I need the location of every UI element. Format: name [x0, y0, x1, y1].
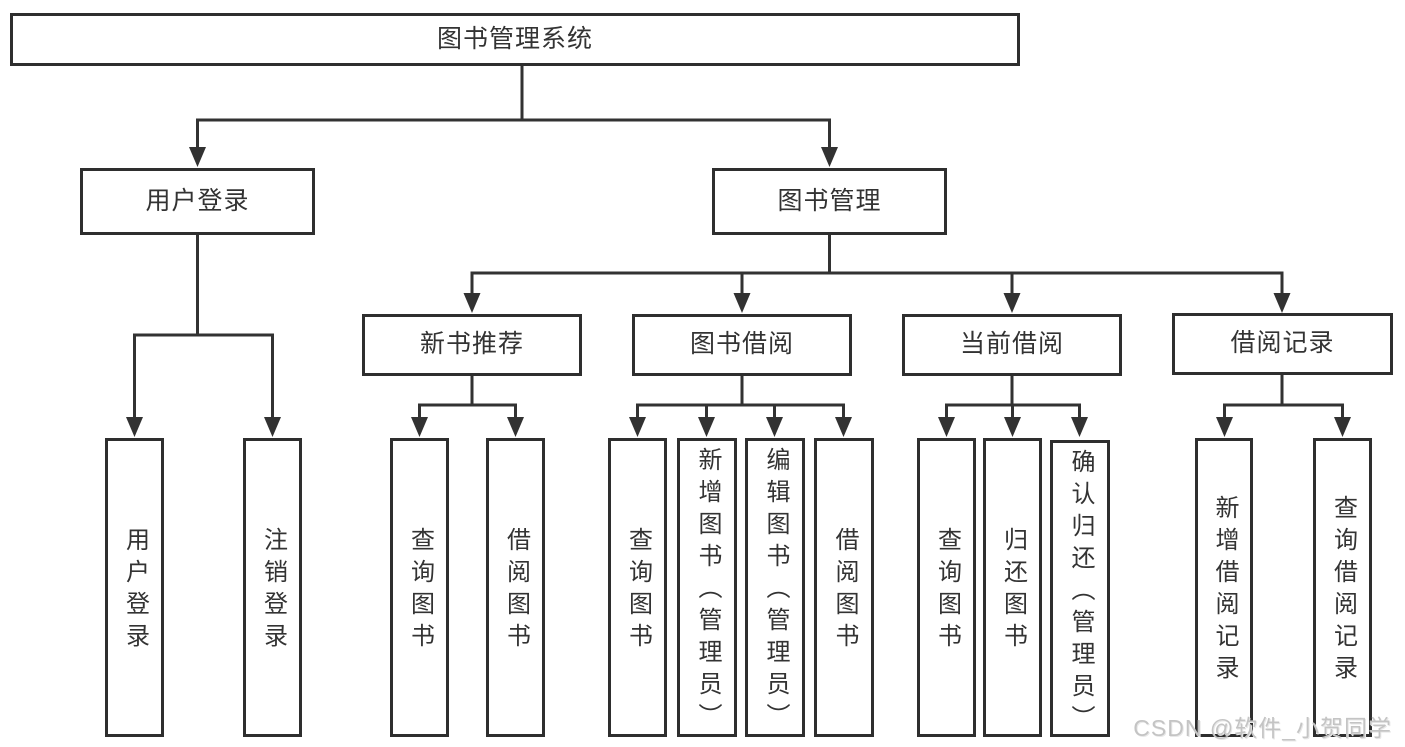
arrowhead [1003, 293, 1021, 313]
tree-edges [133, 66, 1344, 424]
leaf-current-confirm-return-admin: 确认归还（管理员） [1050, 440, 1110, 737]
arrowhead [264, 417, 281, 437]
leaf-current-return-books: 归还图书 [983, 438, 1042, 737]
leaf-borrowing-query-books: 查询图书 [608, 438, 667, 737]
node-new-book-recommend: 新书推荐 [362, 314, 582, 376]
arrowhead [507, 417, 524, 437]
leaf-current-query-books: 查询图书 [917, 438, 976, 737]
leaf-records-add-borrow-record: 新增借阅记录 [1195, 438, 1253, 737]
node-borrow-records: 借阅记录 [1172, 313, 1393, 375]
csdn-watermark: CSDN @软件_小贺同学 [1133, 715, 1392, 741]
node-book-borrowing: 图书借阅 [632, 314, 852, 376]
arrowhead [821, 147, 838, 167]
arrowheads [126, 147, 1351, 437]
arrowhead [1216, 417, 1233, 437]
arrowhead [126, 417, 143, 437]
arrowhead [1071, 417, 1088, 437]
leaf-recommend-borrow-books: 借阅图书 [486, 438, 545, 737]
leaf-borrowing-borrow-books: 借阅图书 [814, 438, 874, 737]
arrowhead [629, 417, 646, 437]
node-book-management: 图书管理 [712, 168, 947, 235]
arrowhead [1004, 417, 1021, 437]
arrowhead [463, 293, 481, 313]
leaf-records-query-borrow-record: 查询借阅记录 [1313, 438, 1372, 737]
node-current-borrowing: 当前借阅 [902, 314, 1122, 376]
node-user-login: 用户登录 [80, 168, 315, 235]
node-library-management-system: 图书管理系统 [10, 13, 1020, 66]
arrowhead [938, 417, 955, 437]
arrowhead [1273, 293, 1291, 313]
arrowhead [698, 417, 715, 437]
arrowhead [835, 417, 852, 437]
leaf-logout: 注销登录 [243, 438, 302, 737]
arrowhead [189, 147, 206, 167]
arrowhead [411, 417, 428, 437]
leaf-borrowing-add-books-admin: 新增图书（管理员） [677, 438, 737, 737]
arrowhead [1334, 417, 1351, 437]
leaf-user-login: 用户登录 [105, 438, 164, 737]
leaf-borrowing-edit-books-admin: 编辑图书（管理员） [745, 438, 805, 737]
arrowhead [766, 417, 783, 437]
arrowhead [733, 293, 751, 313]
leaf-recommend-query-books: 查询图书 [390, 438, 449, 737]
